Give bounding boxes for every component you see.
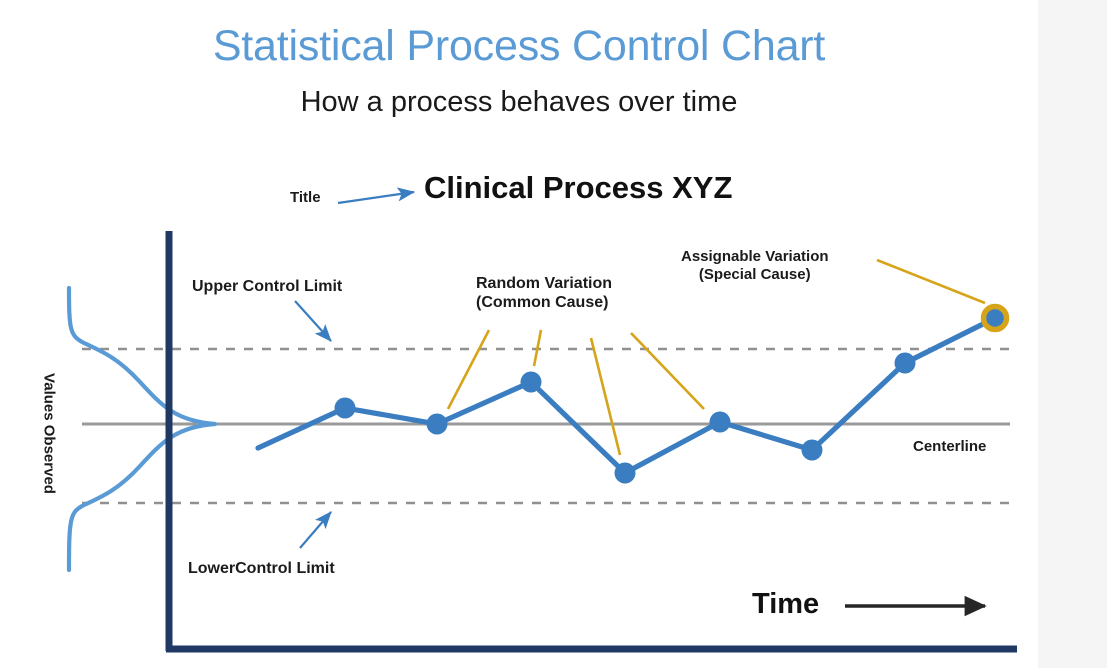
- y-axis-label: Values Observed: [40, 373, 58, 494]
- data-point[interactable]: [614, 462, 636, 484]
- annotation-centerline: Centerline: [913, 438, 987, 455]
- lcl-leader-arrow: [299, 511, 332, 549]
- x-axis-label: Time: [752, 588, 820, 620]
- random-variation-leader: [532, 329, 543, 367]
- chart-canvas: [0, 0, 1038, 668]
- page-subtitle: How a process behaves over time: [300, 86, 738, 118]
- data-point-special-cause[interactable]: [980, 303, 1010, 333]
- random-variation-leader: [630, 332, 705, 410]
- annotation-random-variation: Random Variation (Common Cause): [476, 275, 613, 311]
- chart-title: Clinical Process XYZ: [424, 170, 733, 205]
- annotation-assignable-variation: Assignable Variation (Special Cause): [681, 248, 829, 283]
- data-point[interactable]: [894, 352, 916, 374]
- data-series-line: [255, 315, 998, 476]
- annotation-title-callout: Title: [290, 189, 321, 206]
- data-point[interactable]: [334, 397, 356, 419]
- data-point[interactable]: [709, 411, 731, 433]
- page-title: Statistical Process Control Chart: [212, 22, 826, 70]
- random-variation-leader: [446, 329, 491, 410]
- bell-curve: [66, 285, 218, 573]
- annotation-lower-control-limit: LowerControl Limit: [188, 560, 335, 577]
- data-point[interactable]: [520, 371, 542, 393]
- assignable-variation-leader: [876, 258, 986, 305]
- data-point[interactable]: [426, 413, 448, 435]
- title-leader-arrow: [337, 187, 416, 205]
- annotation-upper-control-limit: Upper Control Limit: [192, 278, 343, 295]
- data-point[interactable]: [801, 439, 823, 461]
- ucl-leader-arrow: [294, 300, 332, 342]
- random-variation-leader: [589, 337, 622, 456]
